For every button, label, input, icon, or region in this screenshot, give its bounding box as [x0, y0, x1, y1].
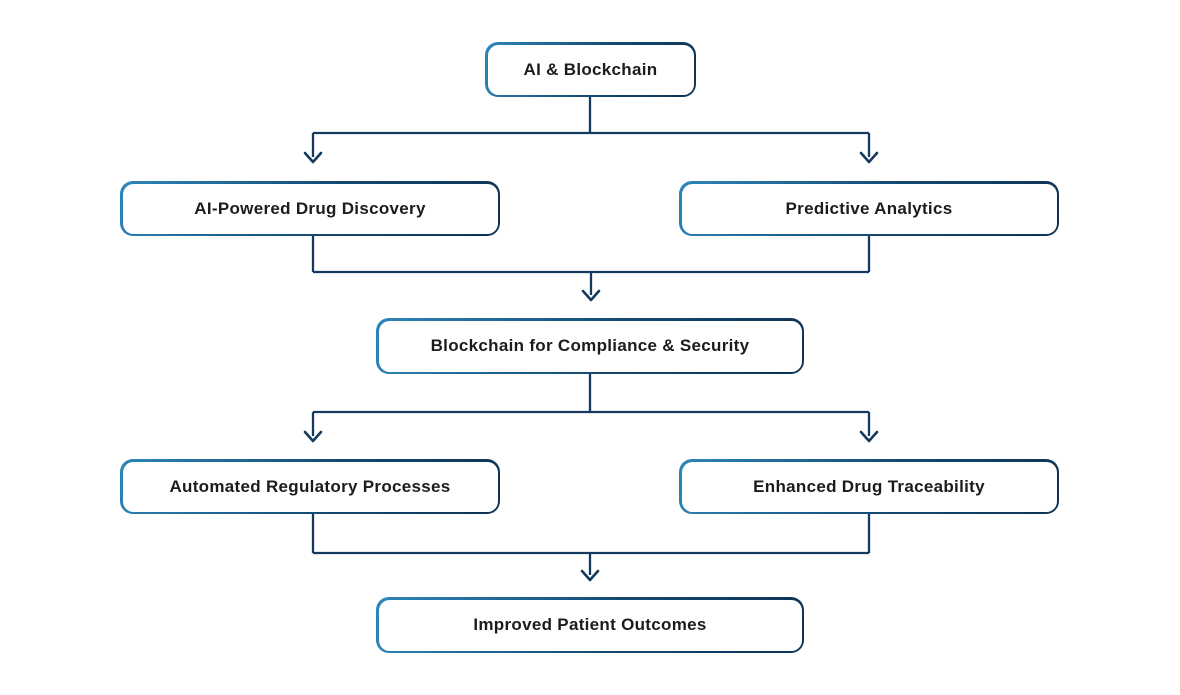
- node-box: Predictive Analytics: [681, 183, 1057, 234]
- node-label: Predictive Analytics: [785, 198, 953, 218]
- arrowhead-icon: [303, 151, 323, 164]
- connector-merge-compliance: [311, 236, 871, 302]
- node-box: Automated Regulatory Processes: [122, 461, 498, 512]
- node-label: AI & Blockchain: [523, 59, 658, 79]
- node-box: AI & Blockchain: [487, 44, 694, 95]
- node-ai-blockchain: AI & Blockchain: [485, 42, 696, 97]
- node-box: Enhanced Drug Traceability: [681, 461, 1057, 512]
- node-box: Improved Patient Outcomes: [378, 599, 802, 651]
- connector-root-split: [303, 97, 879, 164]
- node-automated-regulatory-processes: Automated Regulatory Processes: [120, 459, 500, 514]
- node-box: Blockchain for Compliance & Security: [378, 320, 802, 372]
- node-blockchain-compliance-security: Blockchain for Compliance & Security: [376, 318, 804, 374]
- arrowhead-icon: [859, 430, 879, 443]
- node-box: AI-Powered Drug Discovery: [122, 183, 498, 234]
- node-enhanced-drug-traceability: Enhanced Drug Traceability: [679, 459, 1059, 514]
- arrowhead-icon: [580, 569, 600, 582]
- node-improved-patient-outcomes: Improved Patient Outcomes: [376, 597, 804, 653]
- arrowhead-icon: [859, 151, 879, 164]
- node-label: AI-Powered Drug Discovery: [194, 198, 426, 218]
- node-label: Improved Patient Outcomes: [473, 615, 707, 634]
- node-label: Blockchain for Compliance & Security: [430, 336, 750, 355]
- connector-merge-outcomes: [311, 514, 871, 582]
- arrowhead-icon: [581, 289, 601, 302]
- connector-compliance-split: [303, 374, 879, 443]
- node-ai-powered-drug-discovery: AI-Powered Drug Discovery: [120, 181, 500, 236]
- node-label: Enhanced Drug Traceability: [753, 476, 985, 496]
- node-label: Automated Regulatory Processes: [169, 476, 451, 496]
- node-predictive-analytics: Predictive Analytics: [679, 181, 1059, 236]
- arrowhead-icon: [303, 430, 323, 443]
